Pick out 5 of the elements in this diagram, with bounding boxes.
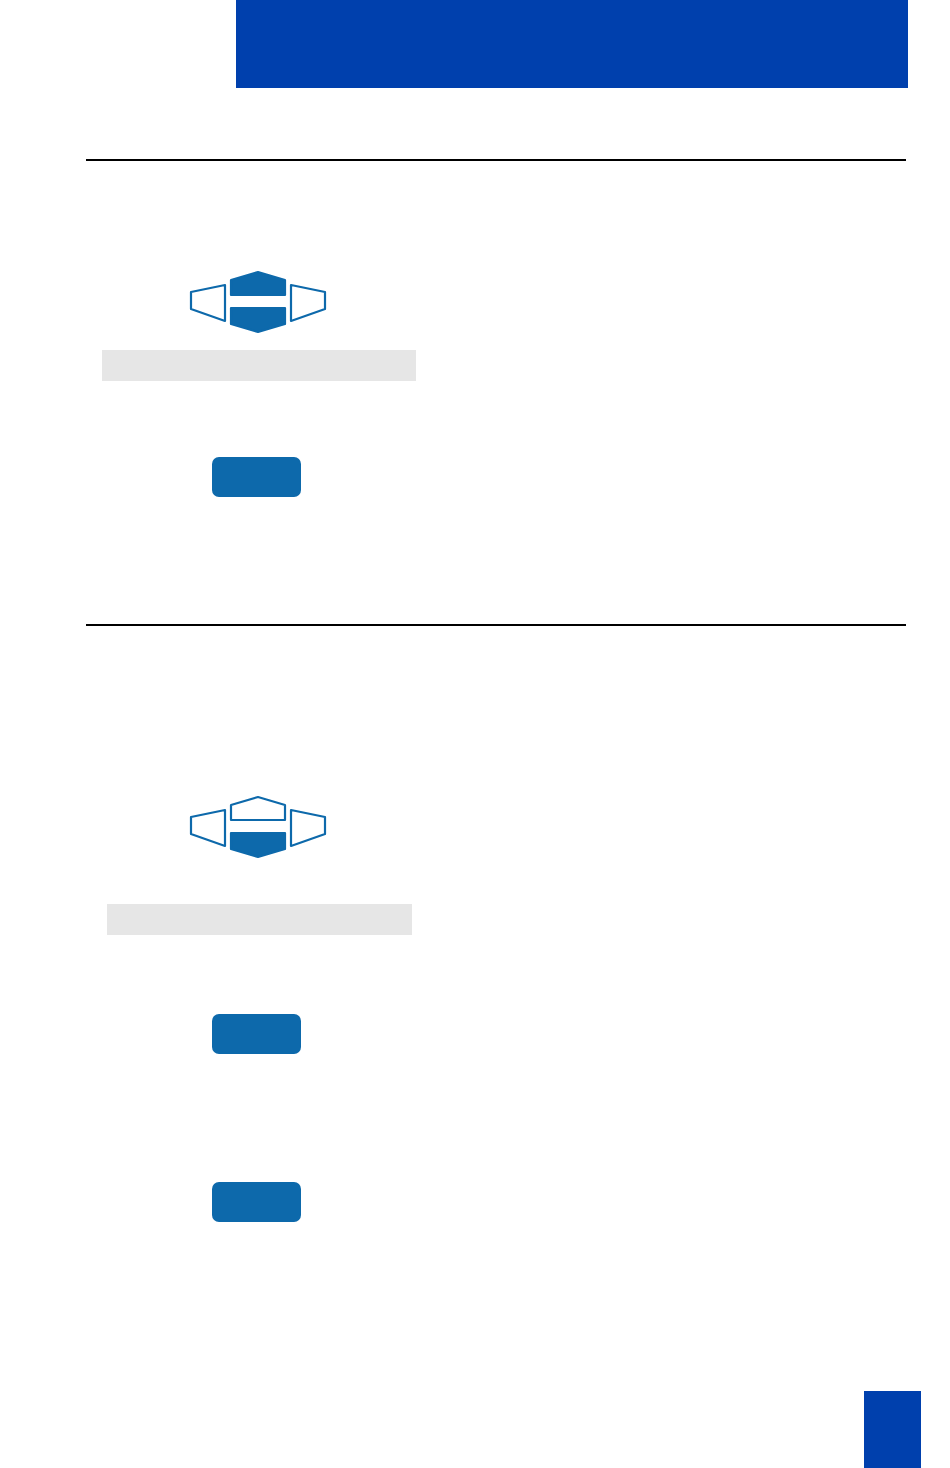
soft-key xyxy=(212,1014,301,1054)
display-bar xyxy=(102,350,416,381)
soft-key xyxy=(212,457,301,497)
soft-key xyxy=(212,1182,301,1222)
display-bar xyxy=(107,904,412,935)
